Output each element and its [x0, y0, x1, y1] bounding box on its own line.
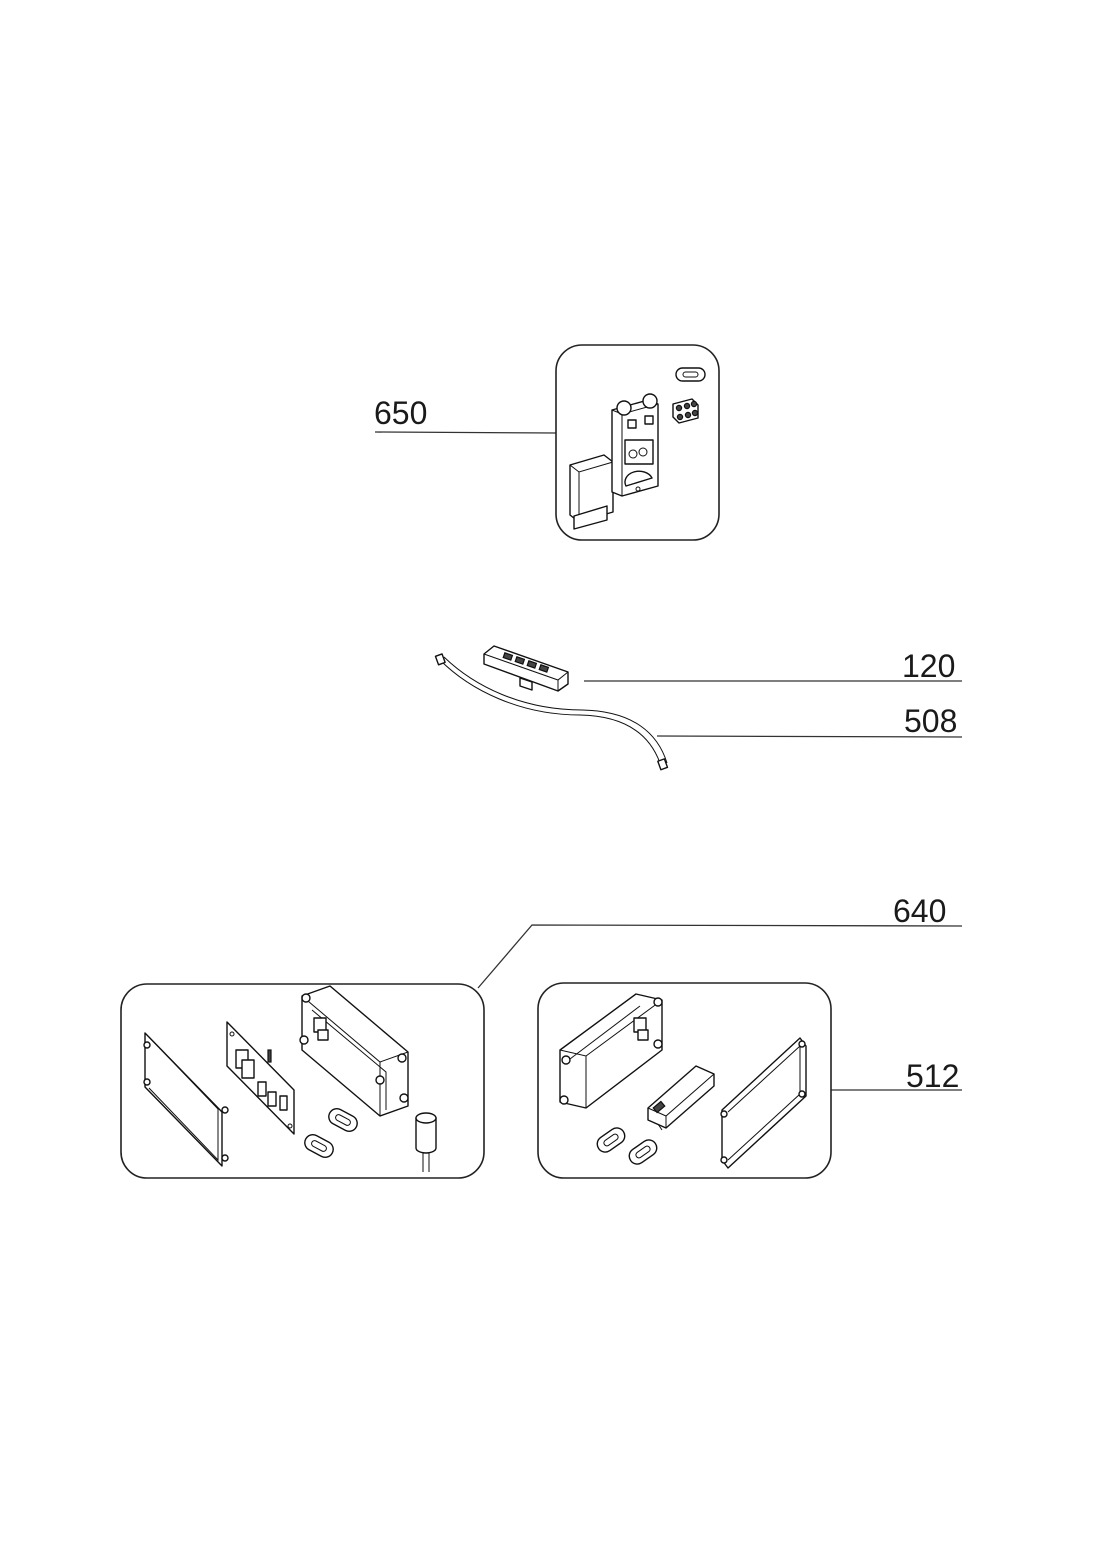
ribbon-cable — [434, 653, 669, 771]
leader-line-650 — [374, 431, 557, 434]
part-group-512[interactable]: 512 — [537, 982, 962, 1179]
terminal-block — [672, 398, 699, 424]
leader-line-508 — [656, 735, 963, 738]
callout-640-label: 640 — [893, 893, 946, 929]
grommet-640-b — [304, 1134, 334, 1158]
callout-120-label: 120 — [902, 648, 955, 684]
callout-512-label: 512 — [906, 1058, 959, 1094]
part-group-650[interactable]: 650 — [374, 344, 720, 541]
part-group-640[interactable]: 640 — [120, 893, 963, 1179]
callout-650-label: 650 — [374, 395, 427, 431]
ballast — [647, 1065, 715, 1131]
housing-640 — [299, 985, 409, 1117]
callout-508-label: 508 — [904, 703, 957, 739]
grommet-640-a — [328, 1108, 358, 1132]
circuit-board — [226, 1021, 295, 1135]
control-panel — [483, 645, 569, 692]
housing-512 — [559, 993, 663, 1109]
grommet-512-b — [628, 1139, 658, 1165]
part-group-120[interactable]: 120 — [483, 645, 962, 692]
leader-line-640 — [477, 924, 963, 989]
relay-board — [611, 393, 659, 497]
cover-plate-512 — [720, 1037, 807, 1169]
capacitor — [415, 1112, 437, 1172]
grommet-650 — [675, 367, 706, 382]
cover-plate-640 — [143, 1032, 229, 1167]
relay-cover — [569, 454, 614, 530]
grommet-512-a — [596, 1127, 626, 1153]
part-group-508[interactable]: 508 — [434, 653, 963, 771]
